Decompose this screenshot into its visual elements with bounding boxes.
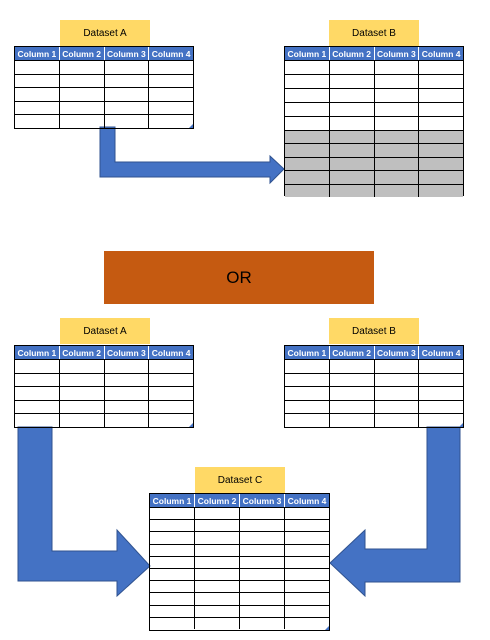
table-row xyxy=(15,372,193,387)
column-header: Column 4 xyxy=(421,48,461,59)
table-row xyxy=(150,616,329,629)
dataset-b-appended-table: Column 1 Column 2 Column 3 Column 4 xyxy=(284,46,464,197)
table-resize-handle xyxy=(189,423,193,427)
column-header: Column 2 xyxy=(330,346,375,359)
table-row xyxy=(15,114,193,128)
table-row xyxy=(285,102,463,116)
column-header: Column 3 xyxy=(105,47,150,60)
appended-row xyxy=(285,183,463,197)
column-header: Column 2 xyxy=(330,47,375,60)
merge-arrow-left xyxy=(17,426,151,598)
column-header: Column 1 xyxy=(285,47,330,60)
table-row xyxy=(285,413,463,427)
table-row xyxy=(15,413,193,427)
column-header: Column 3 xyxy=(375,47,420,60)
table-row xyxy=(15,100,193,115)
table-row xyxy=(150,567,329,581)
table-row xyxy=(150,531,329,544)
table-row xyxy=(15,359,193,373)
column-header: Column 1 xyxy=(285,346,330,359)
column-header: Column 4 xyxy=(151,48,191,59)
table-row xyxy=(15,73,193,88)
column-header: Column 1 xyxy=(150,494,195,507)
dataset-a-table: Column 1 Column 2 Column 3 Column 4 xyxy=(14,46,194,129)
table-row xyxy=(285,74,463,88)
column-header: Column 3 xyxy=(105,346,150,359)
dataset-b-label: Dataset B xyxy=(329,318,419,344)
table-header: Column 1 Column 2 Column 3 Column 4 xyxy=(285,346,463,359)
table-header: Column 1 Column 2 Column 3 Column 4 xyxy=(285,47,463,60)
dataset-a-label: Dataset A xyxy=(60,20,150,46)
table-row xyxy=(150,555,329,568)
table-row xyxy=(150,543,329,556)
column-header: Column 4 xyxy=(287,495,327,506)
column-header: Column 1 xyxy=(15,47,60,60)
column-header: Column 4 xyxy=(421,347,461,358)
appended-row xyxy=(285,170,463,184)
column-header: Column 4 xyxy=(151,347,191,358)
column-header: Column 3 xyxy=(240,494,285,507)
column-header: Column 3 xyxy=(375,346,420,359)
table-row xyxy=(150,507,329,520)
table-row xyxy=(150,604,329,617)
dataset-b-label: Dataset B xyxy=(329,20,419,46)
table-header: Column 1 Column 2 Column 3 Column 4 xyxy=(15,346,193,359)
table-row xyxy=(150,519,329,532)
column-header: Column 2 xyxy=(60,47,105,60)
table-row xyxy=(285,359,463,373)
appended-row xyxy=(285,156,463,171)
table-header: Column 1 Column 2 Column 3 Column 4 xyxy=(150,494,329,507)
table-row xyxy=(285,60,463,74)
merge-arrow-right xyxy=(329,426,461,598)
table-row xyxy=(285,386,463,400)
dataset-b-table: Column 1 Column 2 Column 3 Column 4 xyxy=(284,345,464,428)
table-row xyxy=(150,592,329,605)
appended-row xyxy=(285,130,463,144)
table-row xyxy=(15,386,193,400)
table-resize-handle xyxy=(459,423,463,427)
or-divider: OR xyxy=(104,251,374,304)
dataset-a-label: Dataset A xyxy=(60,318,150,344)
table-resize-handle xyxy=(325,626,329,630)
table-row xyxy=(285,116,463,130)
table-row xyxy=(15,399,193,414)
table-row xyxy=(285,399,463,414)
column-header: Column 2 xyxy=(60,346,105,359)
table-row xyxy=(15,87,193,101)
append-arrow xyxy=(99,126,285,185)
table-resize-handle xyxy=(189,124,193,128)
table-row xyxy=(285,372,463,387)
dataset-a-table: Column 1 Column 2 Column 3 Column 4 xyxy=(14,345,194,428)
appended-row xyxy=(285,143,463,157)
table-row xyxy=(285,88,463,102)
column-header: Column 1 xyxy=(15,346,60,359)
table-header: Column 1 Column 2 Column 3 Column 4 xyxy=(15,47,193,60)
dataset-c-table: Column 1 Column 2 Column 3 Column 4 xyxy=(149,493,330,631)
table-row xyxy=(15,60,193,74)
dataset-c-label: Dataset C xyxy=(195,467,285,493)
column-header: Column 2 xyxy=(195,494,240,507)
table-row xyxy=(150,580,329,593)
